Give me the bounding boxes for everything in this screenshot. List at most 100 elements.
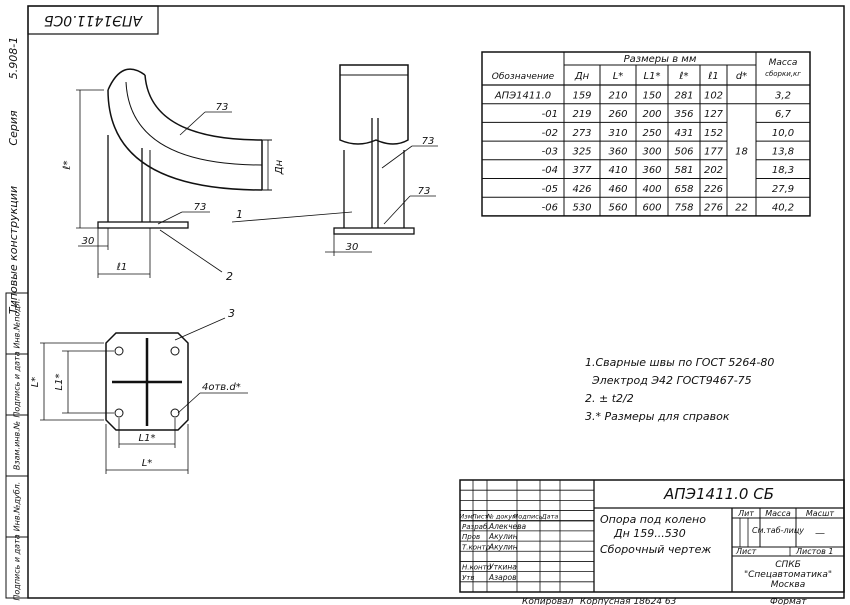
part-label-2: 2	[226, 270, 233, 283]
table-cell: 431	[674, 128, 693, 139]
table-cell: 560	[608, 203, 627, 214]
strip-label: Подпись и дата	[13, 534, 22, 600]
dim-30-front: 30	[82, 236, 95, 247]
table-cell: 6,7	[775, 109, 792, 120]
tb-scale-value: —	[815, 528, 825, 539]
tb-header-cell: Лист	[471, 513, 489, 521]
hole-top-right	[170, 346, 180, 356]
front-view: Дн ℓ* 30 ℓ1 73 73 1 2	[62, 68, 353, 283]
table-cell: 127	[704, 109, 724, 120]
plan-L1-vert: L1*	[54, 374, 65, 391]
table-cell: 3,2	[775, 90, 791, 101]
table-cell: 360	[642, 165, 661, 176]
tb-role: Разраб.	[462, 523, 490, 531]
table-cell: 152	[704, 128, 723, 139]
table-cell: 530	[572, 203, 591, 214]
table-cell: 210	[608, 90, 627, 101]
left-strip-labels: Инв.№подл.Подпись и датаВзам.инв.№Инв.№д…	[6, 298, 28, 601]
tb-header-cell: Подпись	[513, 513, 542, 521]
table-frame	[481, 51, 811, 217]
dim-l-star: ℓ*	[62, 160, 73, 169]
table-cell: 581	[674, 165, 693, 176]
tb-role: Н.контр	[462, 564, 492, 572]
table-cell: 310	[608, 128, 627, 139]
tb-person: Акулин	[488, 532, 518, 541]
table-cell: 202	[704, 165, 723, 176]
table-cell: 600	[642, 203, 661, 214]
base-plate-front	[97, 221, 189, 229]
tb-org-2: "Спецавтоматика"	[744, 570, 832, 580]
table-cell: 226	[704, 184, 723, 195]
weld-label-2: 73	[194, 202, 207, 213]
weld-leader-1	[179, 111, 206, 136]
tb-person: Уткина	[489, 563, 517, 572]
table-cell: 200	[642, 109, 661, 120]
tb-role: Утв	[462, 574, 474, 582]
table-cell: 219	[572, 109, 591, 120]
holes-leader	[177, 392, 201, 414]
table-cell: 13,8	[772, 146, 794, 157]
table-designation: -02	[542, 128, 558, 139]
table-cell: 18,3	[772, 165, 794, 176]
tb-designation: АПЭ1411.0 СБ	[663, 485, 774, 503]
hole-bottom-right	[170, 408, 180, 418]
tb-org-3: Москва	[771, 580, 805, 590]
table-cell: 360	[608, 146, 627, 157]
base-plate-plan	[105, 332, 189, 431]
table-column-header: Обозначение	[492, 72, 555, 82]
table-column-header: L1*	[644, 71, 661, 82]
strip-label: Инв.№дубл.	[13, 482, 22, 532]
dim-dn: Дн	[274, 159, 285, 175]
weld-label-3: 73	[422, 136, 435, 147]
table-cell: 22	[735, 203, 748, 214]
plan-view: 3 4отв.d* L* L1* L1* L*	[30, 307, 248, 474]
strip-label: Взам.инв.№	[13, 421, 22, 470]
note-1-electrode: Электрод Э42 ГОСТ9467-75	[591, 374, 752, 387]
elbow-inner-arc	[144, 74, 263, 141]
table-cell: 40,2	[772, 203, 794, 214]
table-cell: 281	[674, 90, 693, 101]
table-cell: 410	[608, 165, 627, 176]
table-column-header: d*	[736, 71, 747, 82]
plan-L-vert: L*	[30, 377, 41, 388]
dim-l1: ℓ1	[117, 262, 128, 273]
base-plate-side	[333, 227, 415, 235]
weld-leader-3	[381, 145, 413, 169]
tb-lit-label: Лит	[737, 509, 754, 518]
table-group-header: Размеры в мм	[624, 54, 697, 65]
table-designation: -01	[542, 109, 558, 120]
tb-sheet-label: Лист	[735, 547, 757, 556]
side-pipe	[339, 64, 409, 145]
table-cell: 276	[704, 203, 723, 214]
weld-label-4: 73	[418, 186, 431, 197]
table-column-header: ℓ1	[708, 71, 719, 82]
top-stamp-box	[27, 5, 159, 35]
table-cell: 159	[572, 90, 591, 101]
table-designation: АПЭ1411.0	[494, 90, 551, 101]
part-1-leader	[231, 211, 353, 223]
part-2-leader	[159, 229, 223, 273]
table-designation: -05	[542, 184, 558, 195]
table-cell: 260	[608, 109, 627, 120]
table-designation: -03	[542, 146, 558, 157]
tb-header-cell: Дата	[541, 513, 559, 521]
strip-label: Подпись и дата	[13, 351, 22, 417]
footer-format: Формат	[770, 597, 807, 605]
tb-role: Т.контр	[462, 543, 491, 551]
table-column-header: ℓ*	[679, 71, 688, 82]
tb-mass-value: См.таб-лицу	[752, 526, 804, 535]
table-cell: 377	[572, 165, 592, 176]
tb-person: Алекчева	[488, 522, 527, 531]
top-stamp: АПЭ1411.0СБ	[44, 12, 143, 28]
table-mass-header: Масса	[769, 58, 798, 68]
weld-label-1: 73	[216, 102, 229, 113]
plan-L: L*	[142, 458, 153, 469]
table-cell: 273	[572, 128, 591, 139]
note-3: 3.* Размеры для справок	[585, 410, 730, 423]
table-cell: 150	[642, 90, 661, 101]
hole-bottom-left	[114, 408, 124, 418]
table-cell: 400	[642, 184, 661, 195]
table-cell: 460	[608, 184, 627, 195]
tb-name-1: Опора под колено	[600, 513, 706, 526]
elbow-outer-arc	[107, 89, 263, 191]
